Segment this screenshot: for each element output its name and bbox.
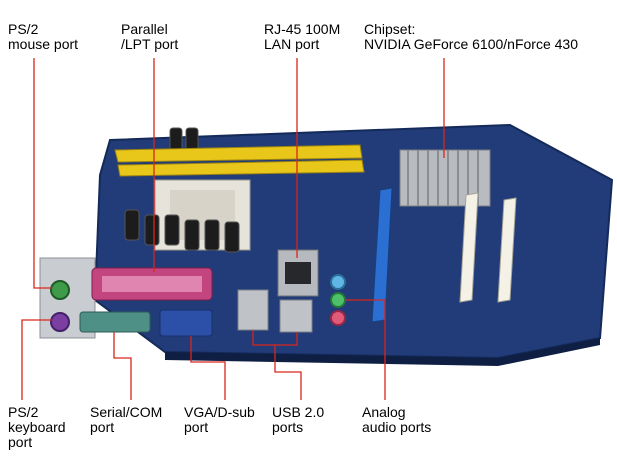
audio-jack-blue — [330, 274, 346, 290]
memory-slot-2 — [117, 159, 365, 177]
memory-slot-1 — [114, 144, 363, 163]
rj45-lan-port-label: RJ-45 100M LAN port — [264, 21, 341, 52]
ps2-keyboard-port-label: PS/2 keyboard port — [8, 404, 66, 450]
pci-slot-1 — [459, 192, 479, 303]
callout-usb-2 — [275, 332, 298, 346]
callout-vga — [190, 336, 226, 400]
heatsink-fins — [407, 150, 479, 206]
vga-port — [159, 309, 213, 337]
usb-stack-2 — [279, 299, 313, 333]
ps2-keyboard-port — [50, 312, 70, 332]
callout-ps2-mouse — [33, 58, 52, 289]
audio-jack-green — [330, 292, 346, 308]
board-edge-shadow — [165, 338, 600, 366]
ps2-mouse-port — [50, 280, 70, 300]
parallel-port-pins — [102, 276, 202, 292]
serial-com-port-label: Serial/COM port — [90, 404, 163, 435]
callout-serial — [113, 332, 132, 400]
callout-ps2-keyboard — [21, 319, 52, 400]
analog-audio-ports-label: Analog audio ports — [362, 404, 432, 435]
callout-audio — [345, 299, 386, 400]
cpu-socket-inner — [170, 190, 235, 240]
callout-usb — [252, 330, 302, 400]
chipset-label: Chipset: NVIDIA GeForce 6100/nForce 430 — [364, 21, 578, 52]
vga-dsub-port-label: VGA/D-sub port — [184, 404, 255, 435]
usb-ports-label: USB 2.0 ports — [272, 404, 325, 435]
lan-jack — [285, 262, 311, 284]
serial-port — [79, 311, 151, 333]
capacitors — [124, 127, 240, 253]
pci-slot-2 — [497, 197, 517, 303]
callout-lines — [21, 58, 445, 400]
audio-jack-pink — [330, 310, 346, 326]
ps2-mouse-port-label: PS/2 mouse port — [8, 21, 79, 52]
usb-stack-1 — [237, 289, 269, 331]
parallel-port-label: Parallel /LPT port — [121, 21, 179, 52]
